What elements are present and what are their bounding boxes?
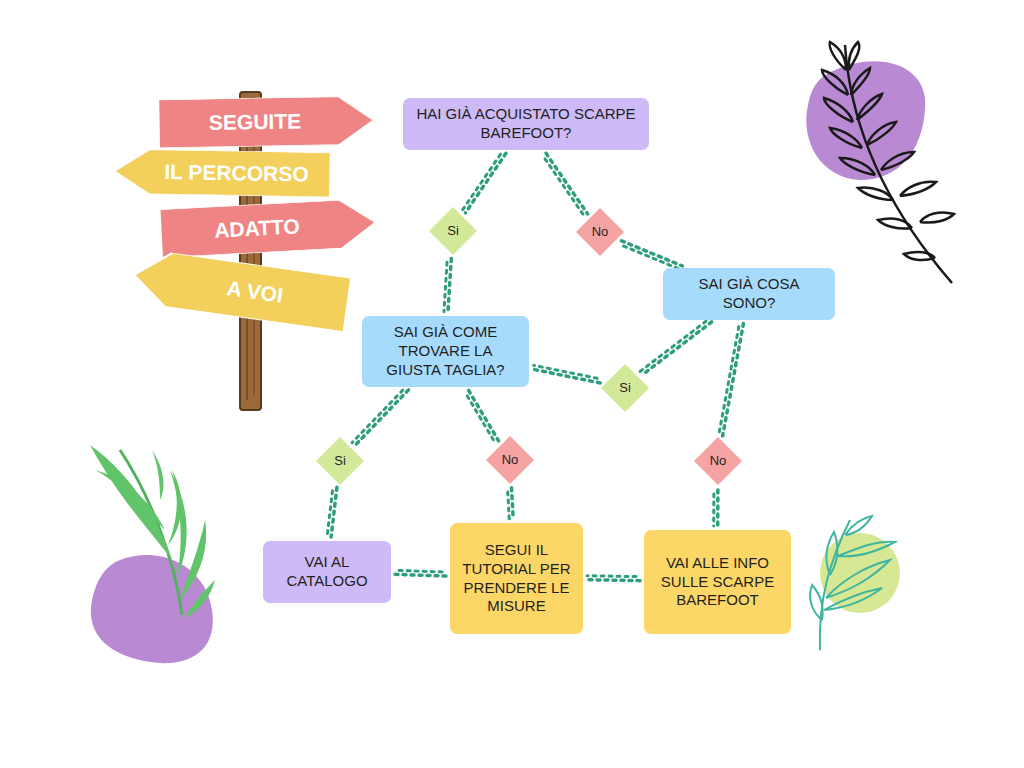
footprint-line: [587, 574, 640, 578]
footprint-line: [395, 570, 446, 572]
shape-outline: [316, 437, 364, 485]
footprint-connector: [444, 258, 451, 312]
footprint-line: [465, 153, 506, 213]
box-text: SAI GIÀ COSA SONO?: [671, 275, 827, 313]
sign-arrow: ADATTO: [159, 197, 377, 258]
footprint-line: [327, 487, 333, 537]
decision-diamond: Si: [315, 436, 365, 486]
process-box: VAI AL CATALOGO: [263, 541, 391, 603]
sign-text: SEGUITE: [209, 108, 302, 136]
footprint-line: [543, 156, 584, 217]
box-text: SEGUI IL TUTORIAL PER PRENDERE LE MISURE: [458, 541, 575, 616]
green-leaf: [90, 445, 215, 618]
footprint-line: [352, 387, 405, 443]
footprint-line: [716, 490, 720, 526]
process-box: SEGUI IL TUTORIAL PER PRENDERE LE MISURE: [450, 523, 583, 634]
sign-text: ADATTO: [214, 213, 301, 244]
decision-diamond: No: [485, 435, 535, 485]
decision-label: No: [592, 224, 609, 240]
footprint-connector: [640, 319, 712, 375]
purple-blob: [806, 61, 925, 180]
footprint-line: [462, 151, 503, 211]
footprint-line: [355, 390, 408, 446]
footprint-connector: [719, 323, 744, 436]
sign-arrow: A VOI: [130, 247, 352, 333]
footprint-line: [546, 153, 587, 214]
process-box: SAI GIÀ COME TROVARE LA GIUSTA TAGLIA?: [362, 316, 529, 387]
footprint-connector: [462, 151, 506, 213]
footprint-connector: [714, 490, 718, 526]
decision-label: Si: [334, 453, 346, 469]
footprint-line: [587, 578, 640, 582]
decision-label: Si: [619, 380, 631, 396]
shape-outline: [694, 437, 742, 485]
footprint-line: [512, 488, 514, 519]
decision-diamond: Si: [600, 363, 650, 413]
process-box: HAI GIÀ ACQUISTATO SCARPE BAREFOOT?: [403, 98, 649, 150]
decision-label: Si: [447, 223, 459, 239]
footprint-line: [508, 488, 510, 519]
footprint-connector: [465, 390, 498, 442]
shape-outline: [158, 96, 375, 148]
footprint-line: [621, 241, 682, 266]
shape-outline: [576, 208, 624, 256]
footprint-line: [469, 390, 499, 440]
footprint-connector: [352, 387, 408, 445]
shape-outline: [114, 149, 332, 197]
shape-outline: [601, 364, 649, 412]
box-text: SAI GIÀ COME TROVARE LA GIUSTA TAGLIA?: [370, 323, 521, 379]
sign-arrow: IL PERCORSO: [114, 148, 332, 198]
footprint-line: [448, 259, 451, 312]
leaf-branch: [822, 42, 954, 283]
footprint-connector: [587, 576, 640, 581]
shape-outline: [429, 207, 477, 255]
footprint-line: [642, 322, 711, 375]
shape-outline: [486, 436, 534, 484]
footprint-line: [719, 323, 740, 436]
box-text: VAI AL CATALOGO: [271, 553, 383, 591]
box-text: HAI GIÀ ACQUISTATO SCARPE BAREFOOT?: [411, 105, 641, 143]
decision-diamond: Si: [428, 206, 478, 256]
shape-outline: [159, 198, 377, 257]
footprint-line: [640, 319, 709, 372]
footprint-connector: [508, 488, 514, 520]
footprint-connector: [543, 153, 588, 216]
footprint-line: [444, 258, 447, 311]
sign-text: IL PERCORSO: [164, 159, 309, 188]
footprint-line: [712, 490, 715, 526]
footprint-line: [723, 323, 744, 436]
outline-leaf: [810, 516, 895, 650]
decision-label: No: [502, 452, 519, 468]
process-box: SAI GIÀ COSA SONO?: [663, 268, 835, 320]
footprint-connector: [620, 241, 682, 270]
footprint-line: [620, 245, 681, 270]
footprint-connector: [395, 570, 446, 576]
footprint-connector: [327, 487, 337, 537]
footprint-line: [534, 365, 601, 379]
decision-label: No: [710, 453, 727, 469]
shape-outline: [130, 248, 351, 331]
decision-diamond: No: [693, 436, 743, 486]
process-box: VAI ALLE INFO SULLE SCARPE BAREFOOT: [644, 530, 791, 634]
footprint-line: [395, 574, 446, 576]
green-blob: [820, 533, 900, 613]
box-text: VAI ALLE INFO SULLE SCARPE BAREFOOT: [652, 554, 783, 610]
sign-arrow: SEGUITE: [158, 95, 375, 149]
decision-diamond: No: [575, 207, 625, 257]
footprint-connector: [533, 365, 601, 383]
footprint-line: [465, 392, 495, 442]
